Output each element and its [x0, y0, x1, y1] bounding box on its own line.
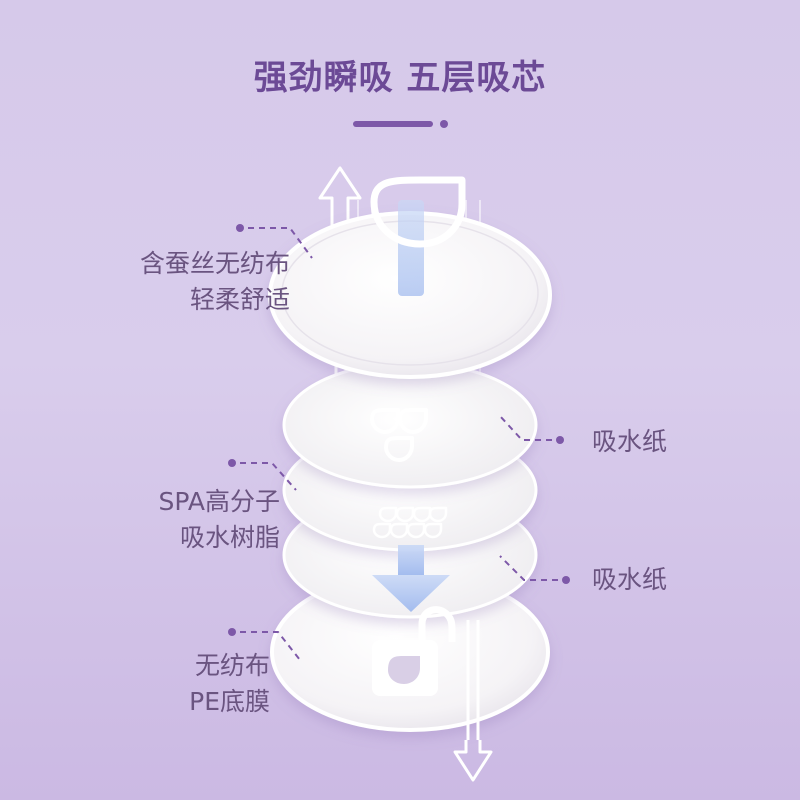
- layer-paper-1: [282, 361, 538, 489]
- droplet-icon: [370, 176, 466, 248]
- label-paper-2: 吸水纸: [592, 565, 668, 594]
- absorption-flow: [372, 200, 450, 612]
- label-sap-line2: 吸水树脂: [179, 523, 280, 552]
- lock-icon: [372, 606, 456, 696]
- label-bottom-layer: 无纺布 PE底膜: [150, 648, 270, 720]
- double-droplet-icon: [370, 408, 428, 462]
- label-paper-1: 吸水纸: [592, 427, 668, 456]
- label-sap-layer: SPA高分子 吸水树脂: [120, 484, 280, 556]
- label-top-layer: 含蚕丝无纺布 轻柔舒适: [100, 246, 290, 318]
- small-droplets-icon: [372, 506, 448, 539]
- page-title: 强劲瞬吸 五层吸芯: [253, 58, 547, 98]
- label-bottom-line2: PE底膜: [189, 687, 270, 716]
- down-arrow-lines: [466, 620, 480, 740]
- title-underline-dot: [440, 120, 448, 128]
- label-bottom-line1: 无纺布: [194, 651, 270, 680]
- title-underline: [353, 121, 433, 127]
- down-arrow-icon: [453, 740, 493, 782]
- callout-lines: [228, 224, 570, 661]
- label-sap-line1: SPA高分子: [158, 487, 280, 516]
- label-top-line2: 轻柔舒适: [189, 285, 290, 314]
- label-top-line1: 含蚕丝无纺布: [139, 249, 290, 278]
